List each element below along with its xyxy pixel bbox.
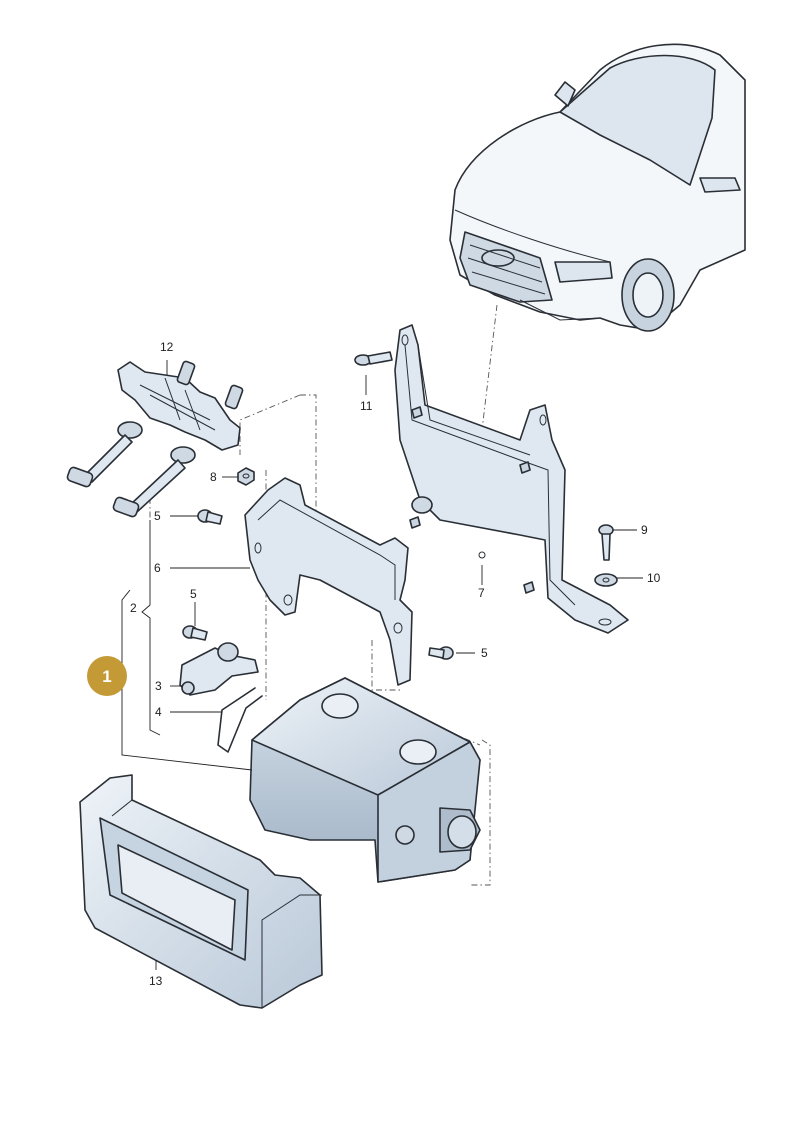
part-6-sensor-holder	[244, 477, 413, 686]
part-10-washer	[594, 573, 618, 587]
part-7-mounting-bracket	[394, 324, 629, 634]
part-5-screw-middle	[182, 625, 208, 641]
part-number-labels: 12 11 8 5 6 5 2 3 4 5 7 9 10 13	[130, 340, 661, 988]
label-3: 3	[155, 679, 162, 693]
label-2: 2	[130, 601, 137, 615]
label-5-upper: 5	[154, 509, 161, 523]
part-5-screw-upper	[197, 509, 223, 525]
vehicle-front-view	[449, 43, 746, 332]
position-badge: 1	[87, 656, 127, 696]
label-11: 11	[360, 399, 373, 413]
sensor-main-unit	[249, 677, 481, 883]
part-12-adjustment-actuator	[66, 360, 244, 518]
label-13: 13	[149, 974, 163, 988]
label-10: 10	[647, 571, 661, 585]
part-9-screw	[598, 524, 614, 561]
badge-number: 1	[102, 667, 111, 686]
label-5-right: 5	[481, 646, 488, 660]
label-12: 12	[160, 340, 174, 354]
label-5-middle: 5	[190, 587, 197, 601]
part-8-nut	[237, 467, 255, 486]
part-3-electrical-connector	[179, 642, 259, 696]
label-8: 8	[210, 470, 217, 484]
part-13-cover-frame	[79, 774, 323, 1009]
label-4: 4	[155, 705, 162, 719]
label-7: 7	[478, 586, 485, 600]
label-6: 6	[154, 561, 161, 575]
part-4-retaining-clip	[217, 687, 263, 753]
label-9: 9	[641, 523, 648, 537]
part-11-screw	[354, 351, 393, 366]
part-5-screw-right	[428, 646, 454, 660]
